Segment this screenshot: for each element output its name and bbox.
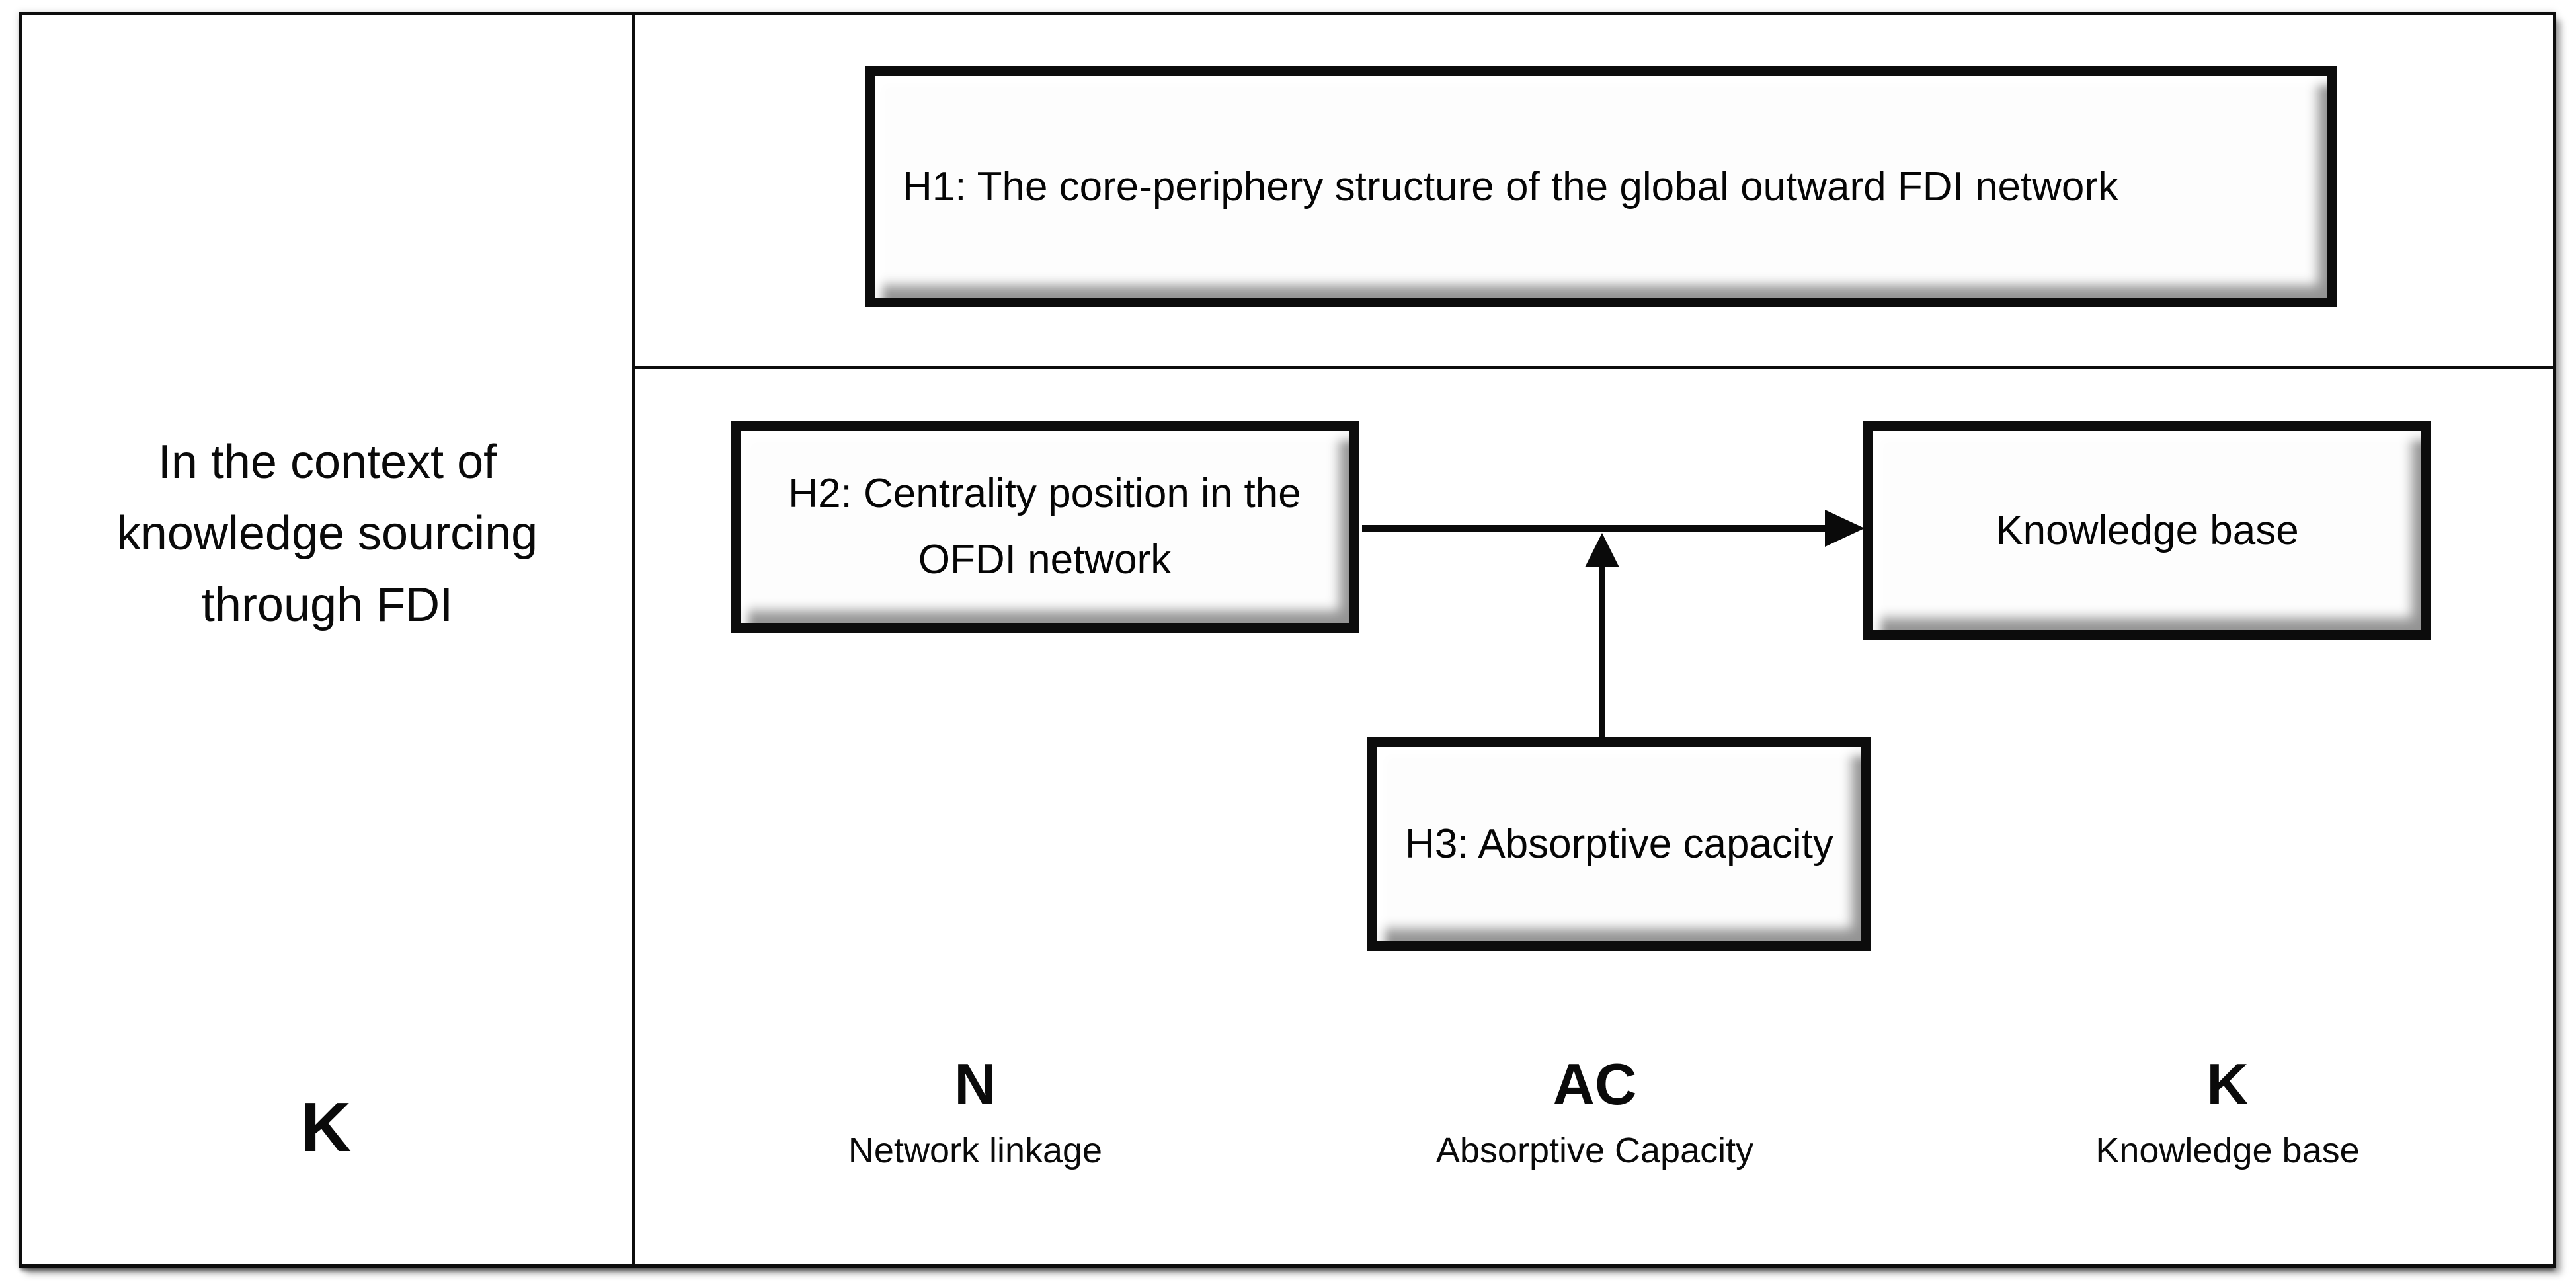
horizontal-divider [633,366,2554,369]
h2-label: H2: Centrality position in the OFDI netw… [788,471,1301,583]
h3-box: H3: Absorptive capacity [1367,737,1871,951]
context-symbol-k: K [300,1088,352,1166]
h3-label: H3: Absorptive capacity [1405,821,1833,867]
context-text: In the context of knowledge sourcing thr… [116,436,538,631]
legend-label-absorptive-capacity: Absorptive Capacity [1435,1131,1754,1170]
h2-to-knowledge-arrow-line [1362,525,1826,532]
legend-symbol-k: K [2206,1051,2249,1117]
vertical-divider [632,12,635,1264]
legend-label-knowledge-base: Knowledge base [2095,1131,2360,1170]
h2-box: H2: Centrality position in the OFDI netw… [731,421,1359,633]
h1-box: H1: The core-periphery structure of the … [865,66,2337,307]
h3-moderation-arrow-line [1599,563,1605,739]
knowledge-base-box: Knowledge base [1863,421,2431,640]
legend-symbol-n: N [954,1051,996,1117]
h2-to-knowledge-arrowhead-icon [1825,510,1865,547]
legend-symbol-ac: AC [1552,1051,1637,1117]
legend-label-network-linkage: Network linkage [848,1131,1103,1170]
h1-label: H1: The core-periphery structure of the … [903,163,2119,210]
h3-moderation-arrowhead-icon [1585,533,1619,567]
knowledge-base-label: Knowledge base [1995,507,2299,553]
